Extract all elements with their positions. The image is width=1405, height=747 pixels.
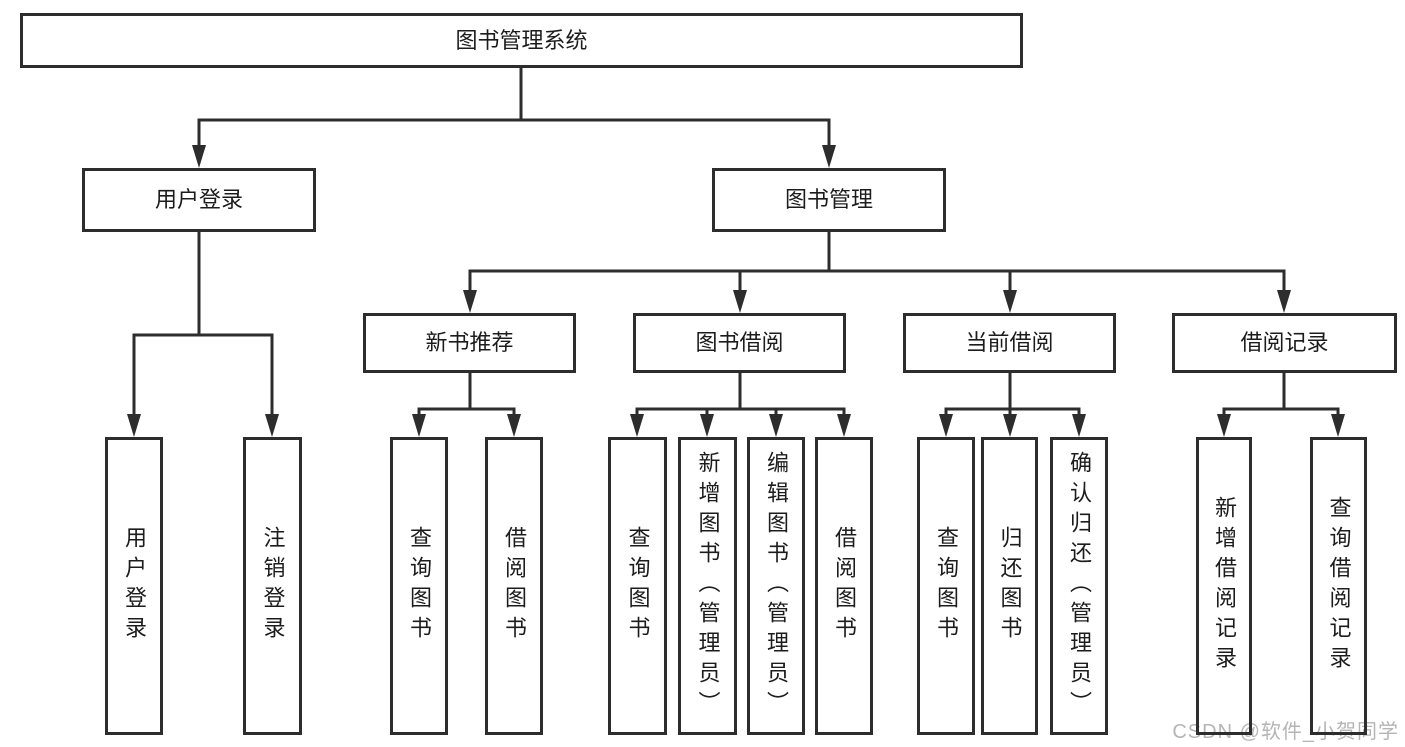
node-label: 借阅图书 xyxy=(832,526,857,646)
leaf-query-borrow-record: 查询借阅记录 xyxy=(1310,437,1367,735)
node-label: 用户登录 xyxy=(154,187,243,212)
node-label: 借阅记录 xyxy=(1240,330,1329,355)
leaf-query-books-current: 查询图书 xyxy=(917,437,975,735)
leaf-borrow-books-recommend: 借阅图书 xyxy=(485,437,543,735)
node-label: 新增借阅记录 xyxy=(1212,496,1237,676)
leaf-user-login: 用户登录 xyxy=(105,437,163,735)
leaf-query-books-recommend: 查询图书 xyxy=(390,437,448,735)
node-root: 图书管理系统 xyxy=(20,13,1023,68)
node-label: 用户登录 xyxy=(122,526,147,646)
node-label: 编辑图书（管理员） xyxy=(764,451,789,721)
leaf-logout-login: 注销登录 xyxy=(243,437,302,735)
node-user-login: 用户登录 xyxy=(82,168,316,232)
leaf-query-books-borrow: 查询图书 xyxy=(608,437,667,735)
node-label: 查询图书 xyxy=(934,526,959,646)
csdn-watermark: CSDN @软件_小贺同学 xyxy=(1172,721,1399,743)
node-label: 图书管理 xyxy=(784,187,873,212)
node-new-book-recommend: 新书推荐 xyxy=(363,313,576,373)
node-label: 确认归还（管理员） xyxy=(1067,451,1092,721)
node-label: 借阅图书 xyxy=(502,526,527,646)
node-label: 查询图书 xyxy=(407,526,432,646)
node-label: 图书管理系统 xyxy=(455,27,588,53)
leaf-edit-books-admin: 编辑图书（管理员） xyxy=(747,437,805,735)
node-label: 图书借阅 xyxy=(695,330,784,355)
leaf-add-books-admin: 新增图书（管理员） xyxy=(678,437,737,735)
node-label: 新书推荐 xyxy=(425,330,514,355)
node-label: 注销登录 xyxy=(260,526,286,646)
node-current-borrowing: 当前借阅 xyxy=(903,313,1116,373)
leaf-add-borrow-record: 新增借阅记录 xyxy=(1196,437,1252,735)
leaf-borrow-books-borrow: 借阅图书 xyxy=(815,437,873,735)
node-label: 新增图书（管理员） xyxy=(695,451,721,721)
leaf-confirm-return-admin: 确认归还（管理员） xyxy=(1050,437,1108,735)
leaf-return-books: 归还图书 xyxy=(981,437,1038,735)
node-book-management: 图书管理 xyxy=(712,168,946,232)
node-label: 当前借阅 xyxy=(965,330,1054,355)
node-label: 查询借阅记录 xyxy=(1326,496,1352,676)
node-label: 查询图书 xyxy=(625,526,651,646)
node-borrow-records: 借阅记录 xyxy=(1172,313,1397,373)
node-book-borrowing: 图书借阅 xyxy=(633,313,846,373)
node-label: 归还图书 xyxy=(997,526,1023,646)
